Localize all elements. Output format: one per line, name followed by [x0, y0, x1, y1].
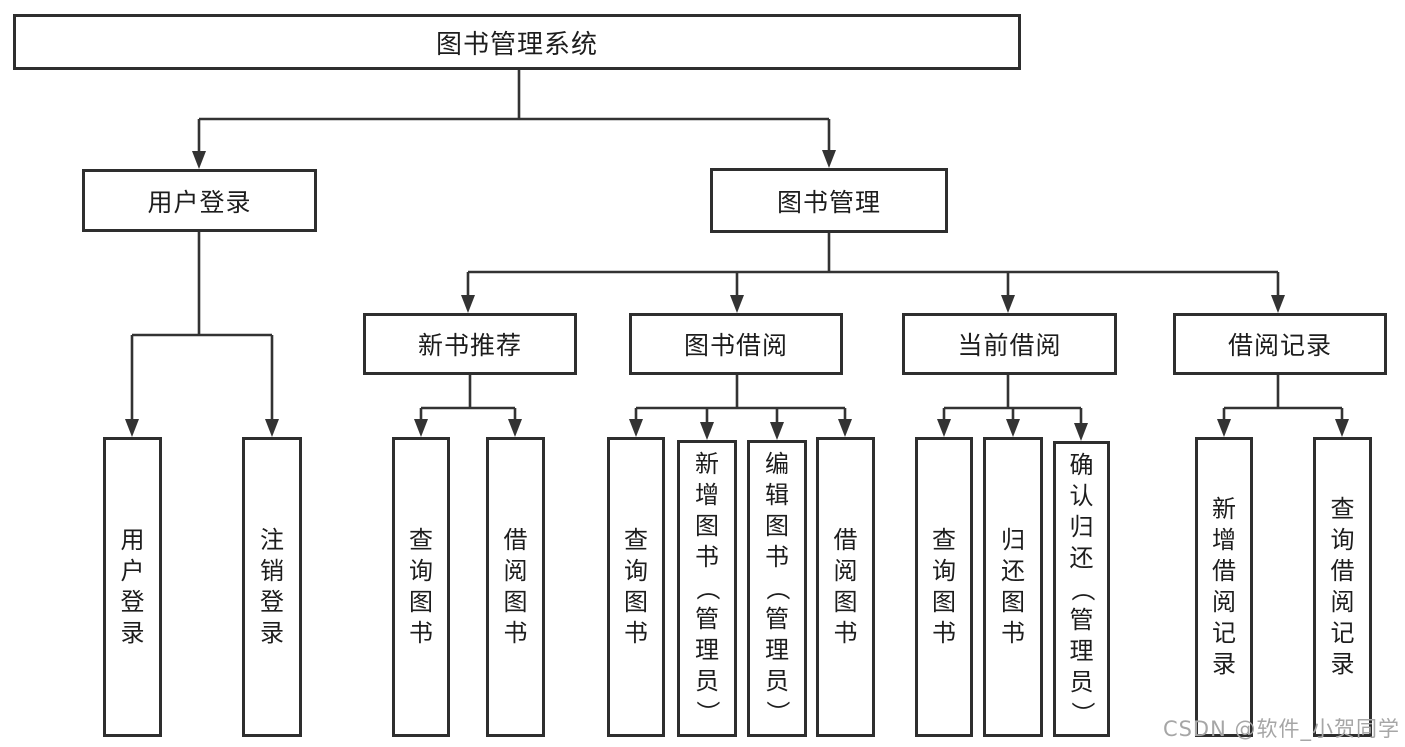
node-current-borrow: 当前借阅 [902, 313, 1117, 375]
wire-root-to-level2 [197, 70, 831, 153]
leaf-edit-book-admin-label: 编辑图书（管理员） [763, 450, 792, 725]
leaf-query-borrow-record: 查询借阅记录 [1313, 437, 1372, 737]
leaf-borrow-book: 借阅图书 [816, 437, 875, 737]
leaf-borrow-book-label: 借阅图书 [833, 526, 858, 647]
leaf-query-books-recommend-label: 查询图书 [409, 526, 433, 647]
node-book-management-label: 图书管理 [776, 187, 881, 217]
node-library-system-label: 图书管理系统 [435, 29, 598, 60]
wire-current-borrow-to-leaves [942, 375, 1083, 425]
wire-book-borrow-to-leaves [634, 375, 847, 424]
node-user-login: 用户登录 [82, 169, 317, 232]
leaf-return-book-label: 归还图书 [1001, 526, 1025, 647]
wire-book-mgmt-to-groups [466, 233, 1280, 297]
wire-new-books-to-leaves [419, 375, 517, 421]
leaf-query-books-current: 查询图书 [915, 437, 973, 737]
node-borrow-records: 借阅记录 [1173, 313, 1387, 375]
leaf-borrow-book-recommend-label: 借阅图书 [503, 526, 528, 647]
leaf-add-borrow-record-label: 新增借阅记录 [1212, 495, 1236, 678]
leaf-edit-book-admin: 编辑图书（管理员） [747, 440, 807, 737]
leaf-query-books-borrow-label: 查询图书 [624, 526, 648, 647]
node-new-book-recommend-label: 新书推荐 [417, 331, 522, 360]
node-borrow-records-label: 借阅记录 [1227, 331, 1332, 360]
leaf-borrow-book-recommend: 借阅图书 [486, 437, 545, 737]
leaf-add-book-admin-label: 新增图书（管理员） [693, 450, 722, 725]
leaf-return-book: 归还图书 [983, 437, 1043, 737]
arrowhead-icons [125, 150, 1349, 441]
leaf-logout: 注销登录 [242, 437, 302, 737]
node-book-management: 图书管理 [710, 168, 948, 233]
csdn-watermark: CSDN @软件_小贺同学 [1162, 717, 1400, 741]
node-current-borrow-label: 当前借阅 [957, 331, 1062, 360]
leaf-query-books-recommend: 查询图书 [392, 437, 450, 737]
node-book-borrow: 图书借阅 [629, 313, 843, 375]
leaf-query-books-current-label: 查询图书 [932, 526, 956, 647]
wire-borrow-records-to-leaves [1222, 375, 1344, 421]
leaf-user-login-label: 用户登录 [120, 526, 145, 647]
leaf-confirm-return-admin-label: 确认归还（管理员） [1068, 450, 1096, 726]
node-user-login-label: 用户登录 [147, 187, 252, 217]
leaf-query-books-borrow: 查询图书 [607, 437, 665, 737]
leaf-user-login: 用户登录 [103, 437, 162, 737]
leaf-logout-label: 注销登录 [260, 526, 284, 647]
leaf-add-borrow-record: 新增借阅记录 [1195, 437, 1253, 737]
leaf-confirm-return-admin: 确认归还（管理员） [1053, 441, 1110, 737]
node-new-book-recommend: 新书推荐 [363, 313, 577, 375]
leaf-add-book-admin: 新增图书（管理员） [677, 440, 737, 737]
node-book-borrow-label: 图书借阅 [683, 331, 788, 360]
wire-user-login-to-leaves [130, 232, 274, 421]
leaf-query-borrow-record-label: 查询借阅记录 [1330, 495, 1355, 678]
node-library-system: 图书管理系统 [13, 14, 1021, 70]
